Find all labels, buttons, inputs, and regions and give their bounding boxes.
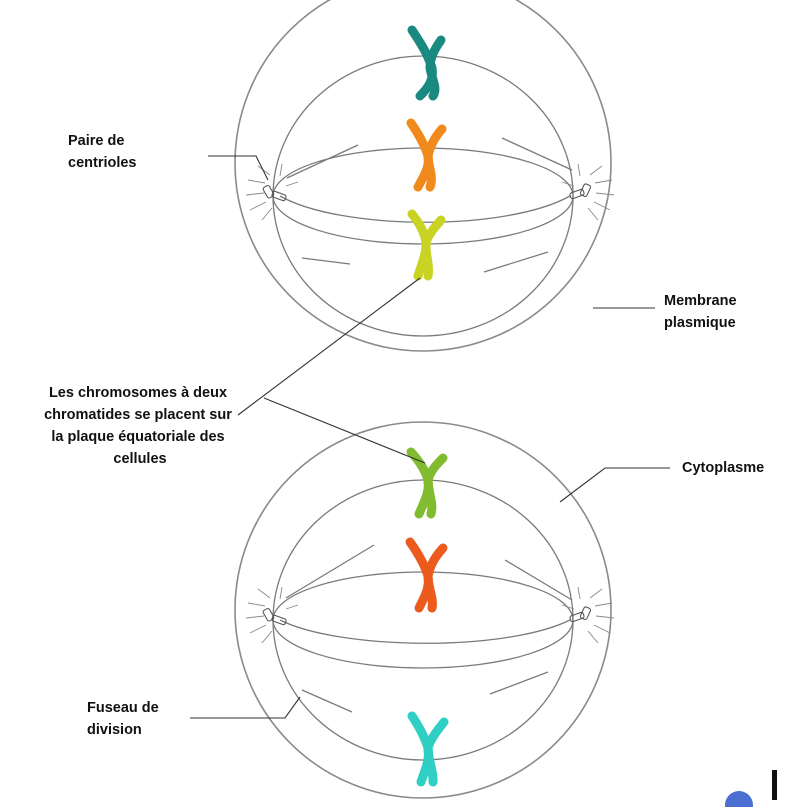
leader-centrioles	[208, 155, 269, 181]
label-membrane: Membrane plasmique	[664, 293, 741, 331]
leader-cytoplasm	[559, 467, 670, 503]
label-chromosomes: Les chromosomes à deux chromatides se pl…	[44, 385, 236, 467]
top-cell-membrane	[234, 0, 612, 352]
leader-chromosomes-top	[237, 277, 421, 416]
leader-lines	[190, 155, 670, 719]
top-chromosome-yellow	[407, 209, 446, 281]
top-cell	[234, 0, 615, 352]
bottom-left-centriole	[245, 586, 299, 644]
label-centrioles: Paire de centrioles	[68, 133, 137, 171]
leader-chromosomes-bottom	[263, 397, 426, 464]
bottom-cell	[234, 421, 615, 799]
bottom-chromosome-green	[406, 447, 448, 519]
top-chromosome-teal	[407, 25, 446, 101]
top-left-centriole	[245, 163, 299, 221]
bottom-spindle	[272, 479, 574, 761]
corner-blob-decoration	[725, 770, 777, 807]
label-spindle: Fuseau de division	[87, 700, 163, 738]
bottom-chromosome-cyan	[407, 711, 449, 787]
top-right-centriole	[561, 163, 615, 221]
bottom-right-centriole	[561, 586, 615, 644]
bottom-chromosome-red	[405, 537, 448, 613]
leader-spindle	[190, 696, 301, 719]
bottom-cell-membrane	[234, 421, 612, 799]
top-chromosome-orange	[406, 118, 447, 192]
label-cytoplasm: Cytoplasme	[682, 460, 764, 476]
